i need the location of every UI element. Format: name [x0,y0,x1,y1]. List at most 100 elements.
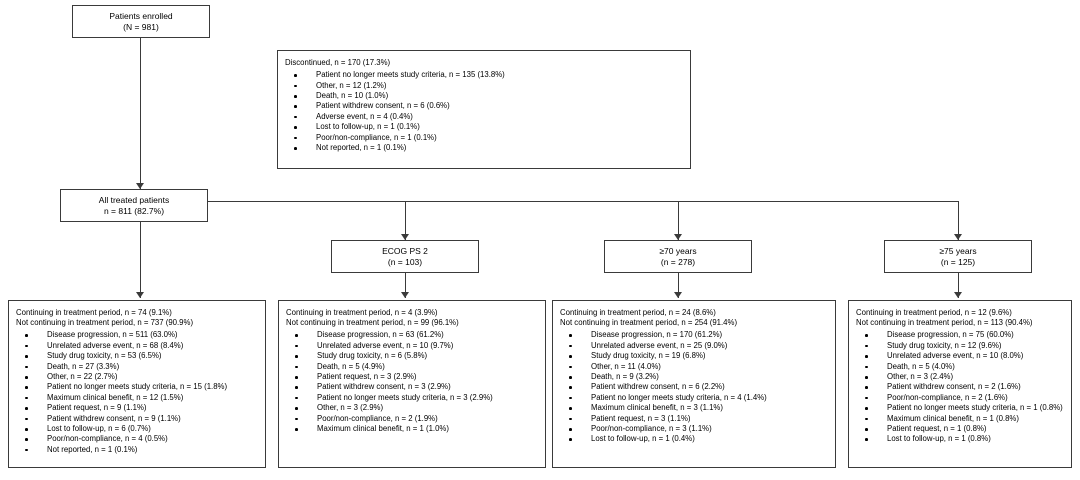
arrowhead-ecog-to-outcome [401,292,409,298]
list-item: Patient withdrew consent, n = 2 (1.6%) [856,382,1065,392]
outcome-ecog-header-continuing: Continuing in treatment period, n = 4 (3… [286,308,438,317]
node-discontinued: Discontinued, n = 170 (17.3%) Patient no… [277,50,691,169]
list-item: Disease progression, n = 511 (63.0%) [16,330,259,340]
list-item: Other, n = 3 (2.9%) [286,403,539,413]
list-item: Adverse event, n = 4 (0.4%) [285,112,684,122]
arrowhead-bus-to-ecog [401,234,409,240]
outcome-all-header-continuing: Continuing in treatment period, n = 74 (… [16,308,172,317]
list-item: Patient withdrew consent, n = 3 (2.9%) [286,382,539,392]
list-item: Disease progression, n = 75 (60.0%) [856,330,1065,340]
list-item: Lost to follow-up, n = 1 (0.1%) [285,122,684,132]
list-item: Death, n = 5 (4.0%) [856,362,1065,372]
arrowhead-enrolled-to-all-treated [136,183,144,189]
node-ecog-line1: ECOG PS 2 [382,245,428,256]
connector-bus-to-ecog [405,201,406,240]
outcome-all-header-not-continuing: Not continuing in treatment period, n = … [16,318,194,328]
node-patients-enrolled-line1: Patients enrolled [109,10,173,21]
node-patients-enrolled-line2: (N = 981) [123,21,159,32]
outcome-age70-header-continuing: Continuing in treatment period, n = 24 (… [560,308,716,317]
arrowhead-age75-to-outcome [954,292,962,298]
outcome-all-reason-list: Disease progression, n = 511 (63.0%)Unre… [16,330,259,455]
list-item: Other, n = 11 (4.0%) [560,362,829,372]
list-item: Other, n = 3 (2.4%) [856,372,1065,382]
node-age-75-plus: ≥75 years (n = 125) [884,240,1032,273]
connector-all-treated-to-outcome-all [140,222,141,298]
list-item: Lost to follow-up, n = 1 (0.8%) [856,434,1065,444]
list-item: Poor/non-compliance, n = 3 (1.1%) [560,424,829,434]
outcome-age75-reason-list: Disease progression, n = 75 (60.0%)Study… [856,330,1065,444]
list-item: Patient no longer meets study criteria, … [856,403,1065,413]
list-item: Not reported, n = 1 (0.1%) [16,445,259,455]
list-item: Maximum clinical benefit, n = 1 (0.8%) [856,414,1065,424]
list-item: Maximum clinical benefit, n = 12 (1.5%) [16,393,259,403]
node-age75-line1: ≥75 years [939,245,977,256]
list-item: Patient no longer meets study criteria, … [286,393,539,403]
list-item: Lost to follow-up, n = 1 (0.4%) [560,434,829,444]
connector-age75-to-outcome [958,273,959,298]
list-item: Study drug toxicity, n = 6 (5.8%) [286,351,539,361]
node-patients-enrolled: Patients enrolled (N = 981) [72,5,210,38]
list-item: Unrelated adverse event, n = 68 (8.4%) [16,341,259,351]
list-item: Poor/non-compliance, n = 2 (1.6%) [856,393,1065,403]
list-item: Maximum clinical benefit, n = 1 (1.0%) [286,424,539,434]
connector-bus-to-age75 [958,201,959,240]
outcome-age75-header-not-continuing: Not continuing in treatment period, n = … [856,318,1033,328]
arrowhead-age70-to-outcome [674,292,682,298]
list-item: Unrelated adverse event, n = 10 (8.0%) [856,351,1065,361]
connector-bus-to-age70 [678,201,679,240]
node-outcome-ecog: Continuing in treatment period, n = 4 (3… [278,300,546,468]
list-item: Death, n = 27 (3.3%) [16,362,259,372]
list-item: Patient request, n = 3 (1.1%) [560,414,829,424]
node-age-70-plus: ≥70 years (n = 278) [604,240,752,273]
list-item: Poor/non-compliance, n = 2 (1.9%) [286,414,539,424]
discontinued-reason-list: Patient no longer meets study criteria, … [285,70,684,153]
list-item: Disease progression, n = 63 (61.2%) [286,330,539,340]
list-item: Disease progression, n = 170 (61.2%) [560,330,829,340]
outcome-age70-reason-list: Disease progression, n = 170 (61.2%)Unre… [560,330,829,444]
connector-ecog-to-outcome [405,273,406,298]
list-item: Study drug toxicity, n = 12 (9.6%) [856,341,1065,351]
node-outcome-age75: Continuing in treatment period, n = 12 (… [848,300,1072,468]
list-item: Poor/non-compliance, n = 1 (0.1%) [285,133,684,143]
list-item: Patient withdrew consent, n = 6 (2.2%) [560,382,829,392]
arrowhead-bus-to-age75 [954,234,962,240]
node-all-treated-line2: n = 811 (82.7%) [103,205,165,216]
list-item: Patient request, n = 3 (2.9%) [286,372,539,382]
list-item: Patient no longer meets study criteria, … [285,70,684,80]
connector-subgroup-bus [208,201,958,202]
arrowhead-all-treated-to-outcome-all [136,292,144,298]
node-all-treated-patients: All treated patients n = 811 (82.7%) [60,189,208,222]
list-item: Patient withdrew consent, n = 6 (0.6%) [285,101,684,111]
list-item: Death, n = 10 (1.0%) [285,91,684,101]
list-item: Patient request, n = 1 (0.8%) [856,424,1065,434]
node-age70-line1: ≥70 years [659,245,697,256]
node-outcome-age70: Continuing in treatment period, n = 24 (… [552,300,836,468]
list-item: Patient request, n = 9 (1.1%) [16,403,259,413]
node-outcome-all-treated: Continuing in treatment period, n = 74 (… [8,300,266,468]
list-item: Unrelated adverse event, n = 10 (9.7%) [286,341,539,351]
list-item: Not reported, n = 1 (0.1%) [285,143,684,153]
list-item: Death, n = 9 (3.2%) [560,372,829,382]
list-item: Death, n = 5 (4.9%) [286,362,539,372]
list-item: Patient no longer meets study criteria, … [16,382,259,392]
connector-age70-to-outcome [678,273,679,298]
list-item: Other, n = 12 (1.2%) [285,81,684,91]
list-item: Patient no longer meets study criteria, … [560,393,829,403]
node-age70-line2: (n = 278) [660,256,696,267]
list-item: Lost to follow-up, n = 6 (0.7%) [16,424,259,434]
connector-enrolled-to-all-treated [140,38,141,189]
list-item: Unrelated adverse event, n = 25 (9.0%) [560,341,829,351]
outcome-ecog-reason-list: Disease progression, n = 63 (61.2%)Unrel… [286,330,539,434]
node-all-treated-line1: All treated patients [98,194,170,205]
list-item: Maximum clinical benefit, n = 3 (1.1%) [560,403,829,413]
node-ecog-line2: (n = 103) [387,256,423,267]
node-age75-line2: (n = 125) [940,256,976,267]
list-item: Patient withdrew consent, n = 9 (1.1%) [16,414,259,424]
list-item: Study drug toxicity, n = 19 (6.8%) [560,351,829,361]
list-item: Other, n = 22 (2.7%) [16,372,259,382]
node-ecog-ps-2: ECOG PS 2 (n = 103) [331,240,479,273]
outcome-ecog-header-not-continuing: Not continuing in treatment period, n = … [286,318,459,328]
list-item: Poor/non-compliance, n = 4 (0.5%) [16,434,259,444]
outcome-age75-header-continuing: Continuing in treatment period, n = 12 (… [856,308,1012,317]
